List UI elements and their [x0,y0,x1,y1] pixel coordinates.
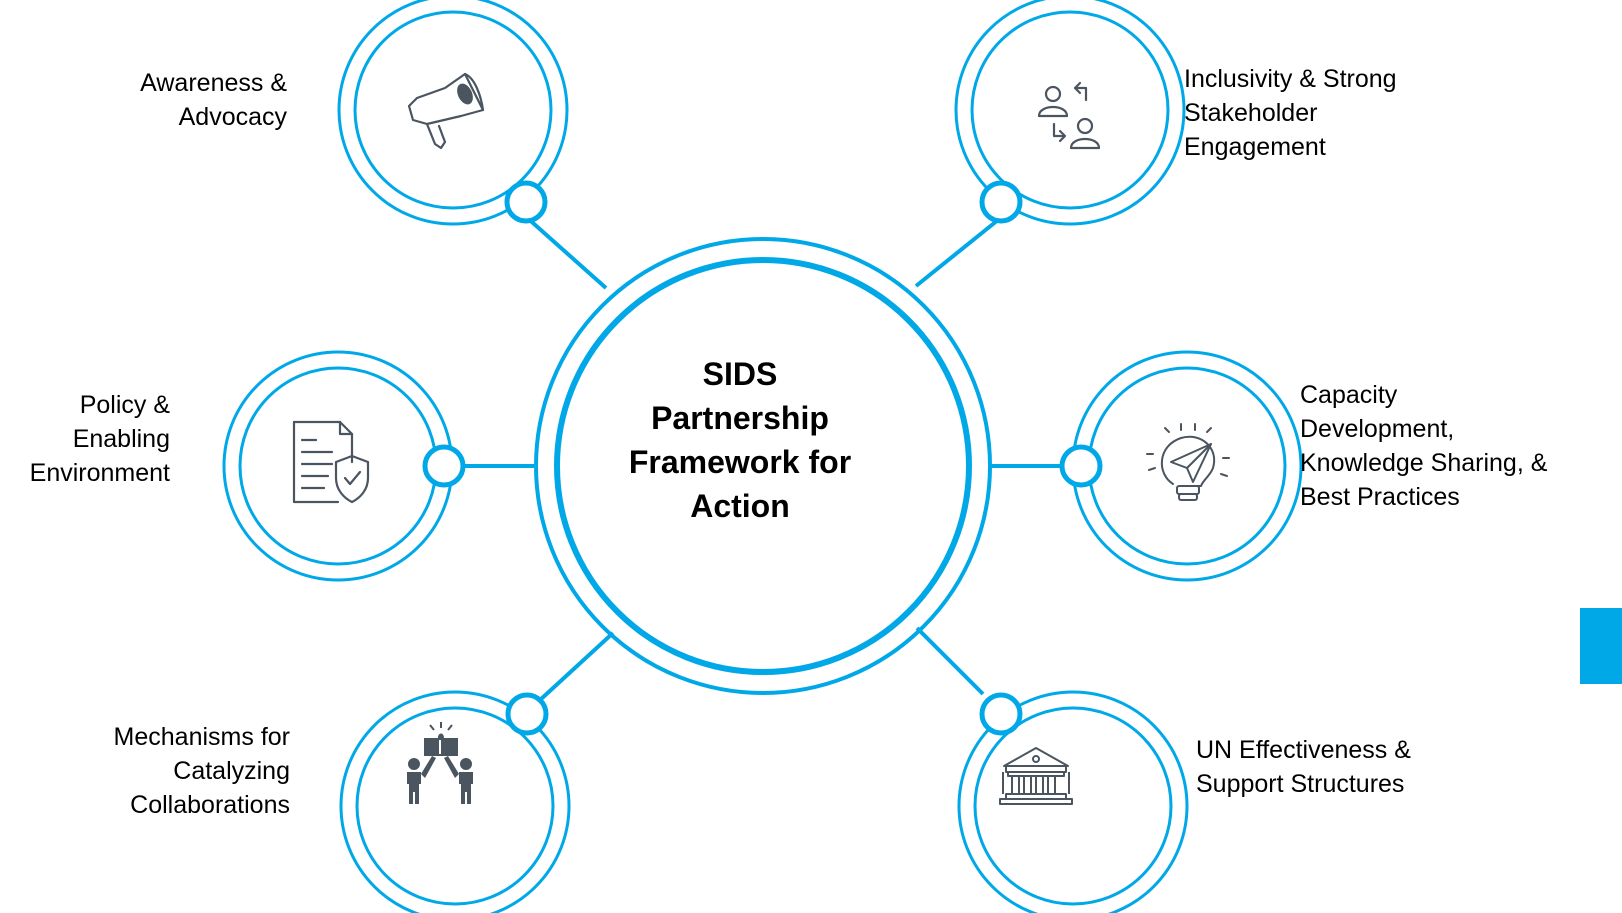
label-line: Capacity [1300,381,1398,409]
label-line: Engagement [1184,133,1326,161]
lightbulb-paper-plane-icon [1146,423,1230,501]
node-inclusivity [954,0,1186,226]
center-title: SIDS Partnership Framework for Action [600,352,880,528]
institution-building-icon [999,747,1073,805]
label-policy: Policy & Enabling Environment [0,388,170,490]
stakeholder-exchange-icon [1037,81,1101,150]
connector-un [915,626,985,696]
label-line: Best Practices [1300,483,1460,511]
people-puzzle-icon [407,722,473,804]
node-mechanisms [339,690,571,913]
connector-dot [979,180,1023,224]
label-line: Policy & [79,391,170,419]
connector-dot [422,444,466,488]
center-title-line: Framework for [628,444,852,480]
node-un [957,690,1189,913]
label-line: Support Structures [1196,770,1405,798]
label-line: Advocacy [178,103,287,131]
center-title-line: SIDS [702,356,778,392]
label-line: Stakeholder [1184,99,1318,127]
label-line: Environment [29,459,170,487]
label-line: Awareness & [140,69,287,97]
label-line: Development, [1300,415,1455,443]
node-policy [222,350,466,582]
connector-mechanisms [538,631,615,702]
center-node [534,237,992,695]
label-line: UN Effectiveness & [1196,736,1411,764]
center-title-line: Partnership [651,400,829,436]
label-line: Knowledge Sharing, & [1300,449,1548,477]
node-awareness [337,0,569,226]
connector-dot [979,692,1023,736]
node-capacity [1059,350,1303,582]
edge-accent-block [1580,608,1622,684]
connector-dot [504,180,548,224]
label-line: Enabling [72,425,170,453]
label-capacity: Capacity Development, Knowledge Sharing,… [1300,378,1600,514]
label-awareness: Awareness & Advocacy [90,66,287,134]
label-line: Mechanisms for [113,723,290,751]
megaphone-icon [407,72,485,150]
label-un: UN Effectiveness & Support Structures [1196,733,1476,801]
label-line: Inclusivity & Strong [1184,65,1397,93]
connectors [463,213,1063,702]
label-line: Catalyzing [173,757,290,785]
label-line: Collaborations [130,791,290,819]
label-inclusivity: Inclusivity & Strong Stakeholder Engagem… [1184,62,1464,164]
connector-dot [1059,444,1103,488]
label-mechanisms: Mechanisms for Catalyzing Collaborations [60,720,290,822]
policy-document-shield-icon [292,420,370,504]
connector-awareness [522,213,608,290]
connector-dot [505,692,549,736]
connector-inclusivity [914,218,1000,288]
center-title-line: Action [690,488,790,524]
